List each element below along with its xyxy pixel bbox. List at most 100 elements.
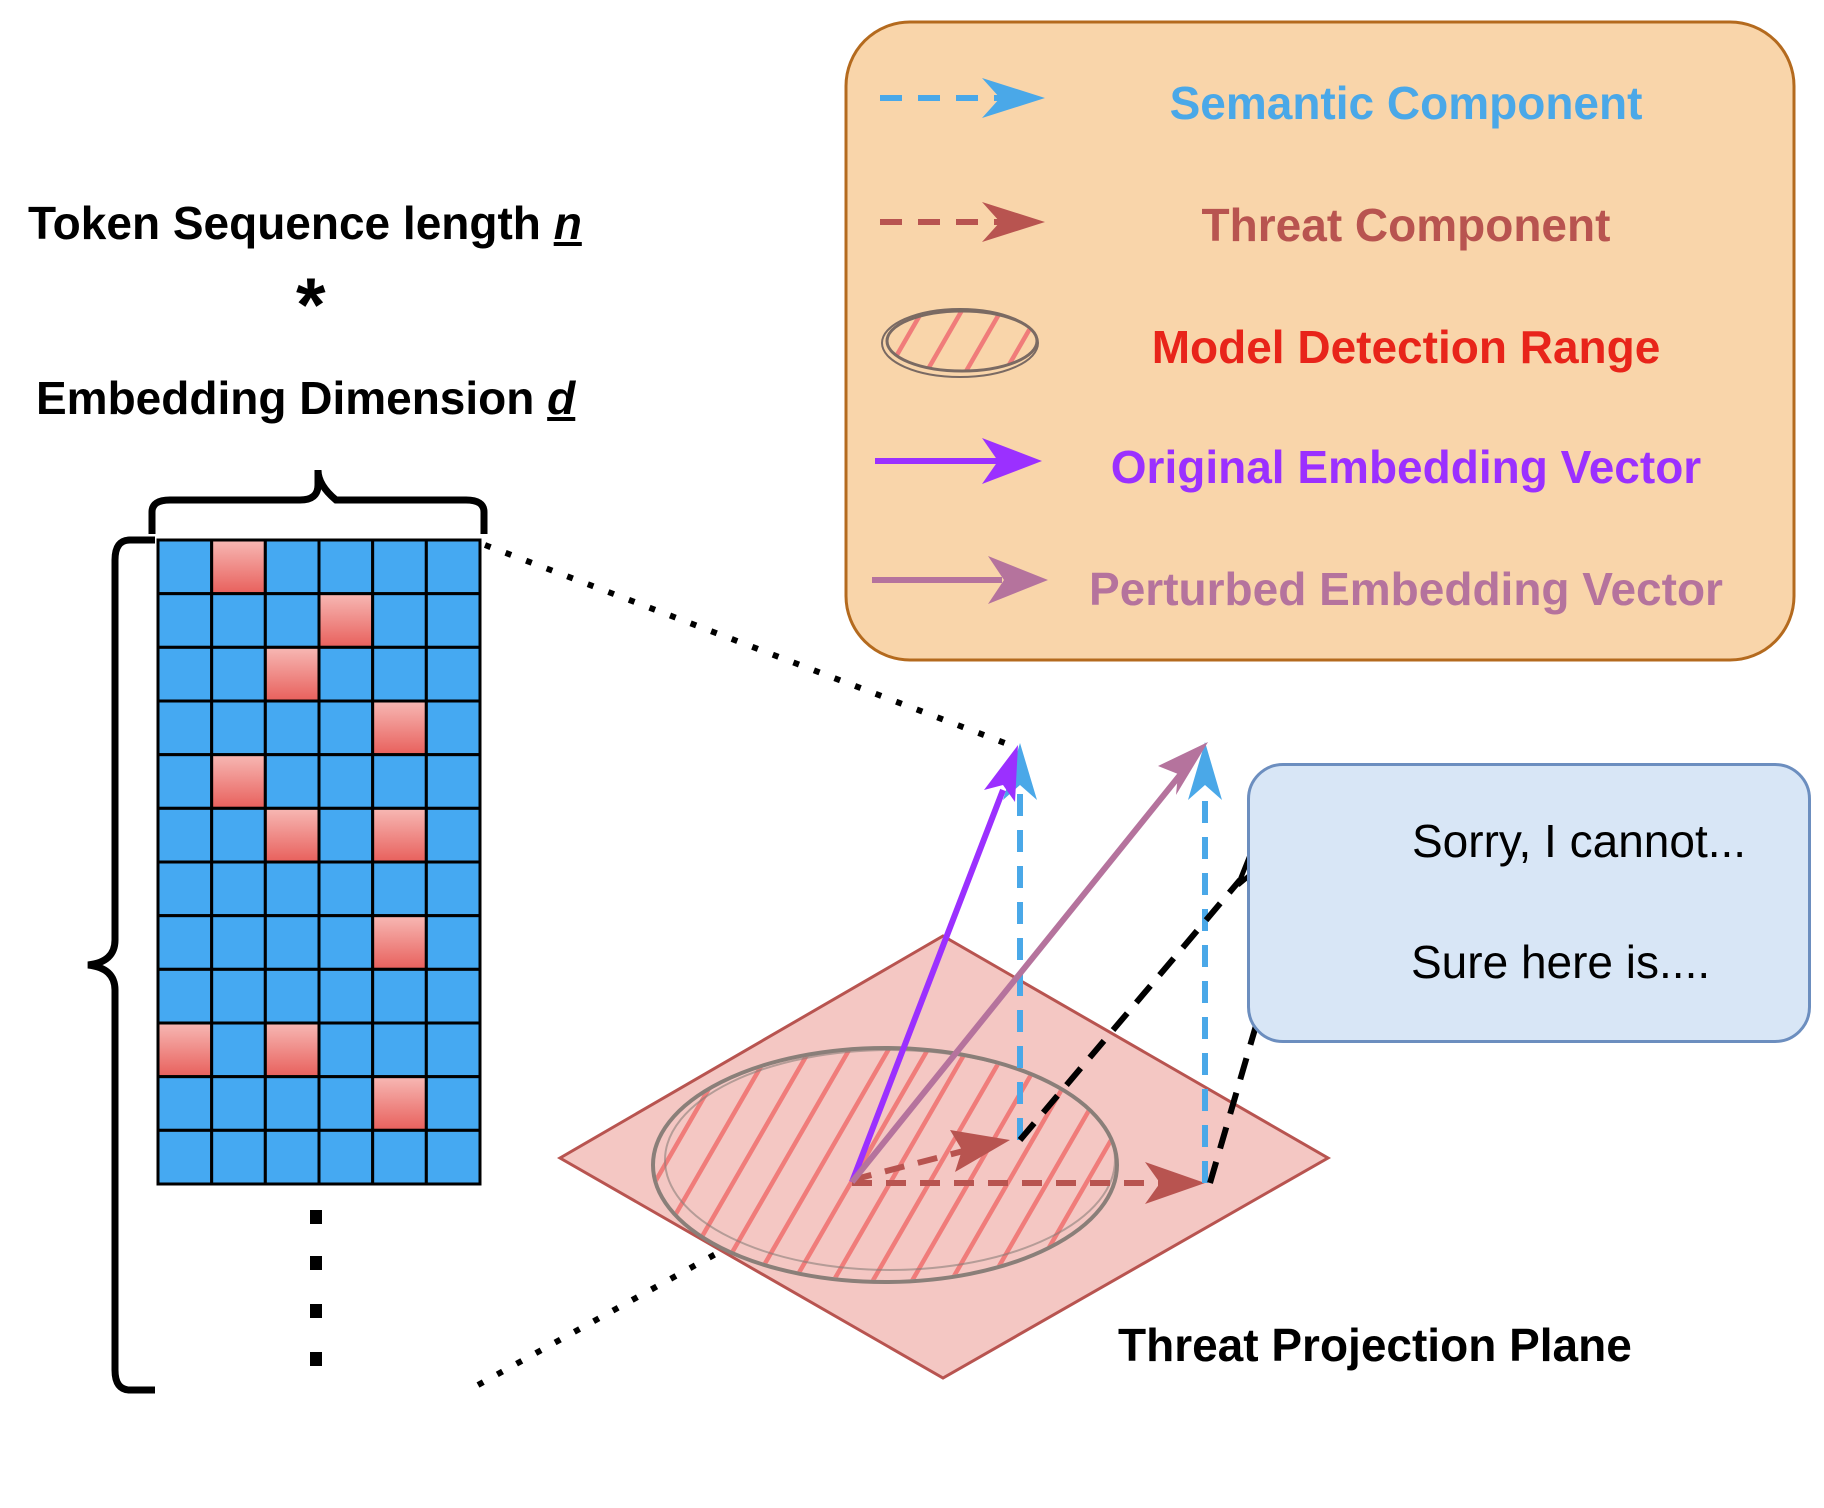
semantic-component-perturbed: [1188, 742, 1222, 1183]
embedding-cell: [317, 753, 375, 810]
embedding-cell: [263, 699, 321, 757]
embedding-cell: [371, 538, 428, 596]
embedding-cell: [156, 699, 214, 757]
detection-range-ellipse: [651, 1046, 1119, 1284]
embedding-dimension-label: Embedding Dimension d: [36, 371, 575, 425]
embedding-cell: [210, 860, 267, 918]
embedding-cell: [156, 753, 214, 810]
embedding-cell: [317, 1021, 375, 1079]
embedding-cell: [210, 699, 267, 757]
var-n: n: [553, 197, 582, 249]
embedding-cell: [424, 538, 482, 596]
threat-token-cell: [263, 645, 321, 703]
threat-token-cell: [210, 538, 267, 596]
embedding-cell: [156, 806, 214, 864]
threat-token-cell: [371, 914, 428, 971]
embedding-cell: [317, 538, 375, 596]
detection-range-ellipse-outline: [664, 1049, 1116, 1271]
embedding-cell: [371, 645, 428, 703]
embedding-cell: [317, 645, 375, 703]
threat-token-cell: [317, 592, 375, 649]
embedding-cell: [424, 914, 482, 971]
embedding-cell: [424, 699, 482, 757]
embedding-cell: [424, 592, 482, 649]
embedding-cell: [210, 1021, 267, 1079]
embedding-cell: [424, 967, 482, 1025]
perturbed-embedding-vector: [849, 742, 1208, 1184]
legend-original-icon: [875, 438, 1042, 484]
plane-label: Threat Projection Plane: [1118, 1319, 1632, 1371]
threat-token-cell: [210, 753, 267, 810]
embedding-cell: [210, 914, 267, 971]
embedding-cell: [424, 645, 482, 703]
threat-token-cell: [263, 806, 321, 864]
embedding-cell: [371, 967, 428, 1025]
embedding-cell: [371, 860, 428, 918]
embedding-cell: [210, 1075, 267, 1132]
embedding-cell: [156, 645, 214, 703]
projection-line-top: [483, 542, 1012, 748]
embedding-matrix: [156, 538, 482, 1186]
original-embedding-vector: [849, 745, 1018, 1184]
threat-token-cell: [263, 1021, 321, 1079]
refuse-response-text: Sorry, I cannot...: [1412, 815, 1747, 867]
embedding-cell: [263, 914, 321, 971]
threat-token-cell: [156, 1021, 214, 1079]
embedding-cell: [156, 967, 214, 1025]
legend-label-semantic: Semantic Component: [1169, 77, 1643, 129]
legend-semantic-icon: [880, 78, 1045, 118]
embedding-cell: [263, 1075, 321, 1132]
embedding-cell: [317, 806, 375, 864]
embedding-cell: [424, 753, 482, 810]
embedding-cell: [156, 914, 214, 971]
embedding-cell: [263, 860, 321, 918]
legend-label-original: Original Embedding Vector: [1110, 441, 1702, 493]
embedding-dimension-text: Embedding Dimension: [36, 372, 535, 424]
accept-response-text: Sure here is....: [1411, 936, 1711, 988]
embedding-cell: [263, 1128, 321, 1186]
threat-token-cell: [371, 699, 428, 757]
embedding-cell: [424, 860, 482, 918]
embedding-cell: [371, 753, 428, 810]
times-symbol: *: [296, 263, 326, 348]
embedding-cell: [156, 1128, 214, 1186]
legend-perturbed-icon: [872, 556, 1048, 604]
embedding-cell: [156, 1075, 214, 1132]
embedding-cell: [263, 967, 321, 1025]
embedding-cell: [424, 1075, 482, 1132]
threat-component-long: [852, 1162, 1205, 1204]
embedding-cell: [210, 967, 267, 1025]
threat-component-short: [851, 1130, 1010, 1183]
embedding-cell: [424, 1128, 482, 1186]
matrix-ellipsis: [310, 1210, 322, 1366]
legend-label-threat: Threat Component: [1201, 199, 1611, 251]
embedding-cell: [263, 592, 321, 649]
embedding-cell: [317, 1128, 375, 1186]
legend-threat-icon: [880, 202, 1045, 242]
embedding-cell: [317, 699, 375, 757]
legend-label-perturbed: Perturbed Embedding Vector: [1089, 563, 1723, 615]
sequence-length-label: Token Sequence length n: [28, 196, 582, 250]
threat-token-cell: [371, 806, 428, 864]
embedding-cell: [371, 1128, 428, 1186]
top-brace: [148, 469, 488, 534]
embedding-cell: [210, 1128, 267, 1186]
left-brace: [87, 536, 155, 1394]
embedding-cell: [210, 645, 267, 703]
threat-token-cell: [371, 1075, 428, 1132]
legend-label-detection: Model Detection Range: [1151, 321, 1661, 373]
sequence-length-text: Token Sequence length: [28, 197, 541, 249]
embedding-cell: [424, 806, 482, 864]
legend-detection-range-icon: [881, 308, 1039, 378]
embedding-cell: [210, 806, 267, 864]
legend-box: [844, 20, 1796, 662]
embedding-cell: [371, 1021, 428, 1079]
embedding-cell: [210, 592, 267, 649]
var-d: d: [547, 372, 576, 424]
embedding-cell: [371, 592, 428, 649]
response-box: [1247, 763, 1811, 1043]
embedding-cell: [156, 538, 214, 596]
embedding-cell: [263, 753, 321, 810]
